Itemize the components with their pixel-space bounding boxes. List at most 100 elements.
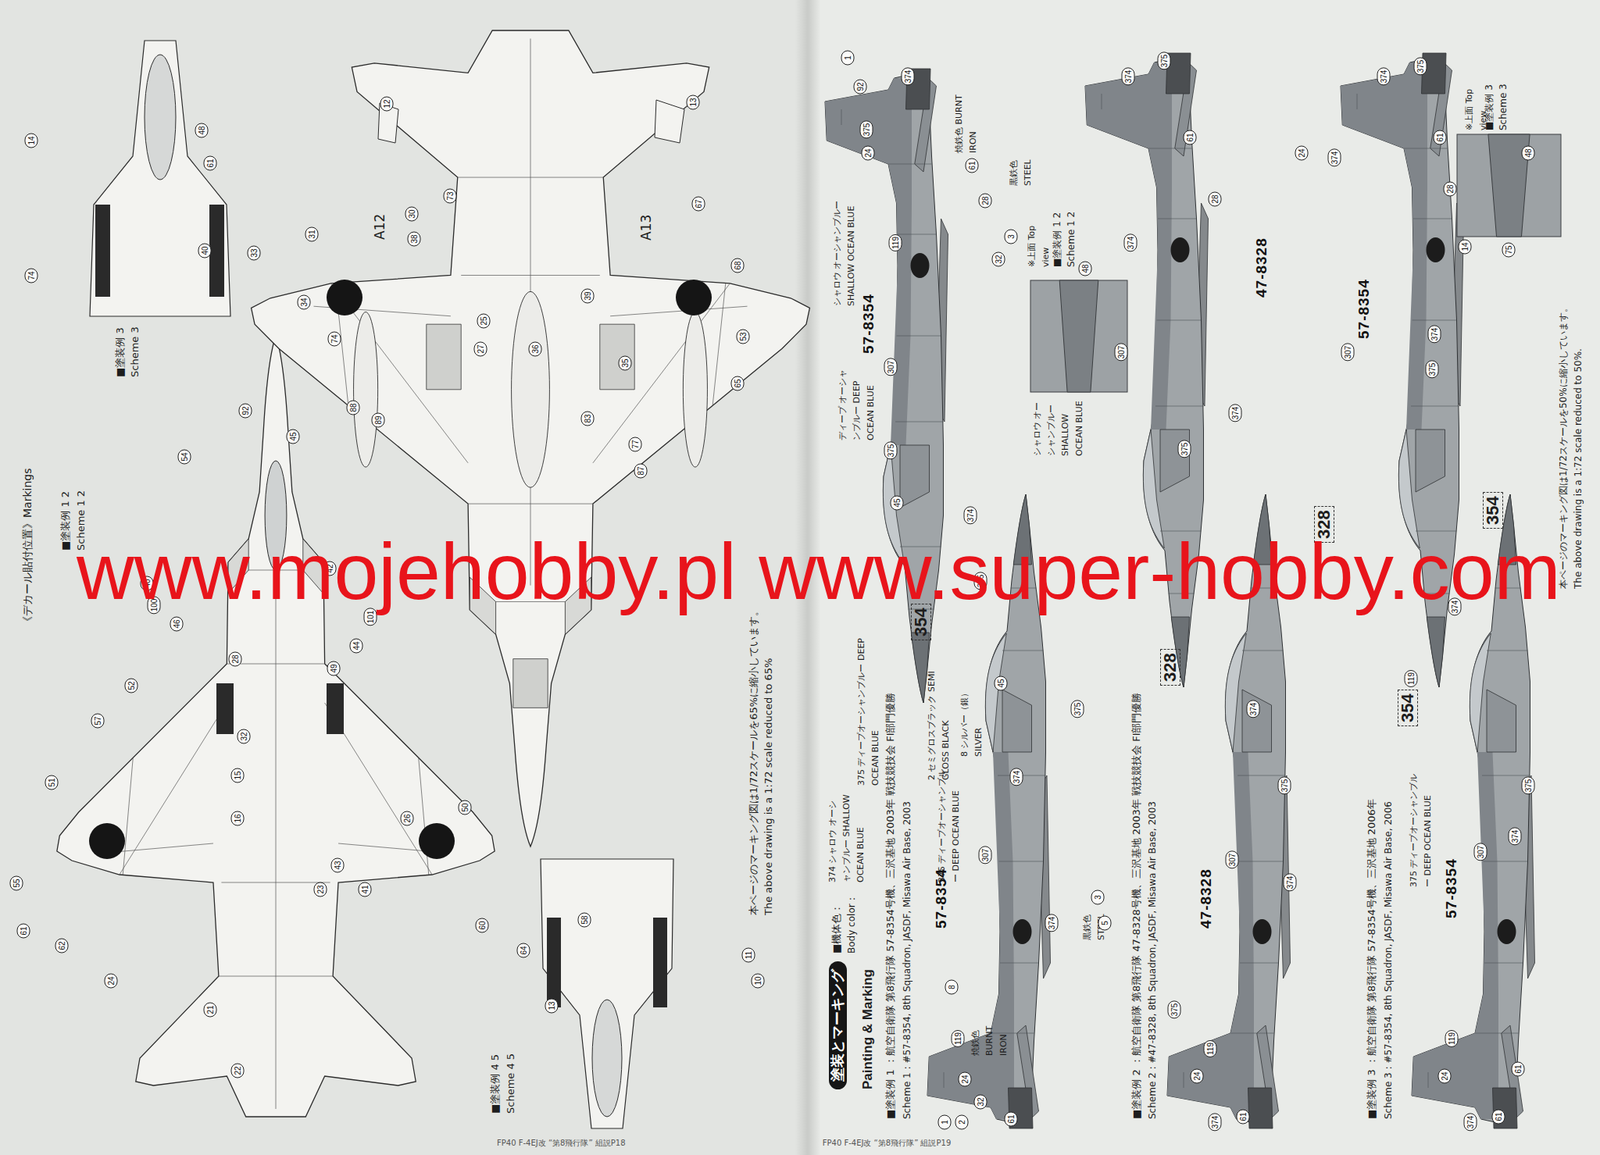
note-text-holder: 黒鉄色 STEEL: [1005, 150, 1034, 186]
note-text-holder: A12: [372, 214, 389, 240]
callout-number-holder: 34: [295, 294, 311, 310]
callout-number: 24: [1438, 1068, 1452, 1084]
callout-number: 60: [475, 917, 490, 933]
callout-number-holder: 89: [370, 413, 386, 429]
roundel: [1013, 919, 1033, 945]
callout-number-holder: 119: [887, 234, 903, 252]
callout-number: 61: [1235, 1110, 1250, 1125]
callout-number: 32: [973, 1094, 987, 1110]
note-text-holder: The above drawing is a 1:72 scale reduce…: [760, 657, 775, 915]
note-text: ■塗装例 1 2: [59, 491, 72, 551]
callout-number-holder: 61: [964, 157, 979, 173]
callout-number-holder: 41: [357, 882, 372, 897]
callout-number: 31: [305, 227, 319, 243]
callout-number: 374: [1328, 149, 1342, 168]
callout-number: 307: [1225, 851, 1240, 870]
callout-number: 374: [1508, 828, 1522, 847]
callout-number-holder: 77: [627, 437, 643, 453]
callout-number-holder: 119: [1201, 1040, 1217, 1058]
callout-number: 38: [407, 231, 421, 247]
callout-number-holder: 25: [475, 314, 490, 329]
note-text: ■塗装例 4 5: [489, 1054, 501, 1115]
callout-number: 46: [169, 617, 183, 633]
callout-number-holder: 375: [1276, 776, 1292, 795]
callout-number: 375: [883, 442, 897, 461]
walkway-stripe: [326, 683, 344, 735]
note-text-holder: 本ページのマーキング図は1/72スケールを65%に縮小しています。: [746, 605, 761, 915]
note-text-holder: シャロウ オーシャンブルー SHALLOW OCEAN BLUE: [1028, 400, 1086, 457]
intake: [1160, 429, 1190, 493]
callout-number-holder: 3: [1089, 890, 1105, 906]
callout-number: 48: [1078, 260, 1093, 276]
callout-number-holder: 48: [1520, 145, 1536, 161]
callout-number: 61: [16, 924, 30, 940]
note-text-holder: ■塗装例 3: [112, 328, 127, 379]
page-footer: FP40 F-4EJ改 “第8飛行隊” 組説P19: [822, 1139, 952, 1148]
callout-number: 374: [1376, 67, 1390, 86]
callout-number-holder: 61: [14, 924, 30, 940]
callout-number-holder: 1: [936, 1114, 952, 1130]
panel-lines: [1101, 93, 1204, 594]
callout-number: 13: [685, 94, 700, 110]
callout-number: 375: [1413, 57, 1427, 76]
callout-number: 10: [751, 974, 765, 990]
callout-number-holder: 374: [1043, 914, 1059, 933]
callout-number-holder: 73: [441, 188, 457, 204]
callout-number-holder: 14: [1457, 239, 1472, 255]
callout-number-holder: 16: [229, 810, 245, 826]
note-text-holder: ■機体色：: [828, 903, 843, 954]
callout-number-holder: 13: [684, 94, 700, 110]
callout-number-holder: 61: [1431, 130, 1447, 146]
walkway-stripe: [209, 204, 225, 297]
walkway-stripe: [653, 917, 668, 1008]
callout-number: 28: [1442, 181, 1457, 197]
callout-number: 61: [1182, 130, 1197, 146]
callout-number: 74: [25, 267, 39, 283]
note-text-holder: 375 ディープオーシャンブルー DEEP OCEAN BLUE: [853, 606, 882, 786]
callout-number-holder: 45: [284, 429, 300, 445]
note-text-holder: ■塗装例 1 ：航空自衛隊 第8飛行隊 57-8354号機、三沢基地 2003年…: [882, 692, 897, 1119]
callout-number-holder: 75: [1500, 242, 1516, 258]
gear-bay: [426, 324, 635, 708]
note-text: ■機体色：: [830, 903, 843, 954]
callout-number-holder: 374: [1461, 1113, 1477, 1132]
callout-number: 33: [246, 245, 261, 261]
note-text-holder: 8 シルバー（銀） SILVER: [956, 659, 985, 758]
note-text: Scheme 3: [128, 327, 141, 379]
callout-number-holder: 374: [1375, 67, 1390, 86]
callout-number: 28: [978, 193, 993, 209]
callout-number-holder: 61: [1003, 1111, 1018, 1127]
callout-number-holder: 28: [1207, 191, 1222, 207]
callout-number-holder: 374: [1207, 1113, 1222, 1132]
callout-number-holder: 1: [839, 50, 855, 66]
roundel: [418, 823, 455, 860]
note-text: ■塗装例 3: [114, 328, 126, 379]
callout-number-holder: 50: [457, 800, 472, 816]
panel-lines: [1428, 588, 1531, 1089]
callout-number-holder: 55: [7, 876, 23, 892]
serial-number: 47-8328: [1253, 238, 1270, 299]
callout-number: 45: [285, 429, 300, 445]
callout-number-holder: 374: [1326, 149, 1342, 168]
callout-number: 62: [55, 938, 69, 954]
note-text-holder: 《デカール貼付位置》Markings: [20, 468, 35, 628]
note-text-holder: Scheme 1 : #57-8354, 8th Squadron, JASDF…: [899, 801, 914, 1120]
intake: [1242, 689, 1272, 753]
callout-number: 61: [1004, 1111, 1018, 1127]
callout-number-holder: 32: [990, 251, 1006, 267]
panel-lines: [1357, 93, 1460, 594]
callout-number: 51: [45, 775, 59, 790]
callout-number-holder: 44: [347, 638, 363, 654]
callout-number: 75: [1502, 242, 1516, 258]
note-text: 375 ディープオーシャンブルー DEEP OCEAN BLUE: [1408, 774, 1433, 889]
callout-number: 68: [731, 257, 745, 273]
callout-number: 61: [1432, 130, 1447, 146]
callout-number: 374: [1246, 700, 1260, 718]
callout-number: 3: [1091, 890, 1105, 906]
callout-number: 374: [1208, 1113, 1222, 1132]
callout-number: 48: [1521, 145, 1536, 161]
callout-number: 15: [231, 767, 245, 783]
callout-number: 88: [346, 400, 360, 416]
section-heading: 塗装とマーキング: [828, 961, 847, 1090]
